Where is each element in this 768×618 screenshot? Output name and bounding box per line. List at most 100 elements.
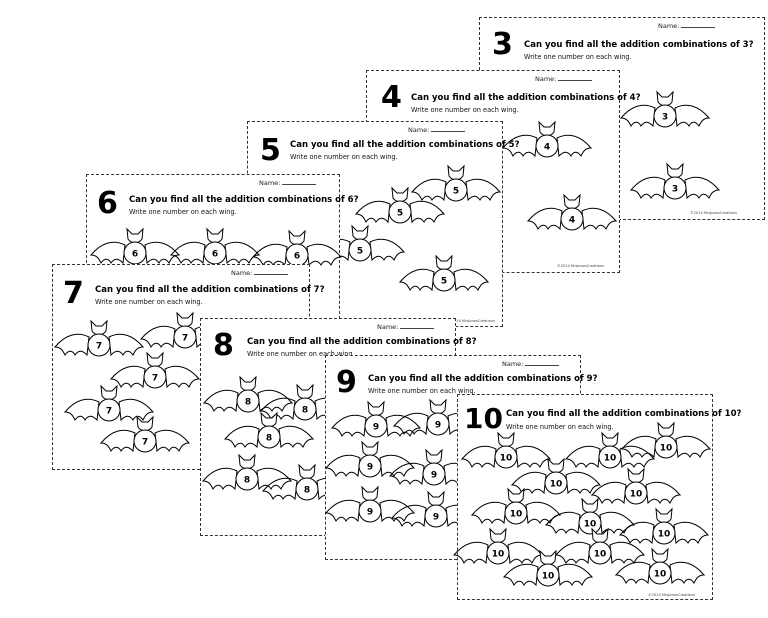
bat-number-label: 10 bbox=[630, 490, 643, 500]
worksheet-question: Can you find all the addition combinatio… bbox=[506, 409, 742, 419]
worksheet-question: Can you find all the addition combinatio… bbox=[247, 337, 477, 347]
bat-icon: 10 bbox=[470, 487, 562, 525]
bat-illustrations: 6 6 6 bbox=[89, 227, 343, 267]
worksheet-instruction: Write one number on each wing. bbox=[95, 298, 203, 306]
bat-icon: 6 bbox=[89, 227, 181, 265]
worksheet-instruction: Write one number on each wing. bbox=[506, 423, 614, 431]
bat-number-label: 4 bbox=[569, 216, 575, 226]
worksheet-number: 8 bbox=[213, 328, 234, 363]
bat-illustrations: 33 bbox=[619, 90, 721, 200]
bat-icon: 3 bbox=[629, 162, 721, 200]
bat-icon: 9 bbox=[330, 400, 422, 438]
bat-number-label: 7 bbox=[152, 374, 158, 384]
bat-illustrations: 8 8 8 8 8 bbox=[201, 375, 353, 501]
bat-icon: 7 bbox=[99, 415, 191, 453]
bat-icon: 10 bbox=[590, 467, 682, 505]
worksheet-number: 6 bbox=[97, 186, 118, 221]
worksheet-instruction: Write one number on each wing. bbox=[290, 153, 398, 161]
bat-number-label: 10 bbox=[654, 570, 667, 580]
worksheet-instruction: Write one number on each wing. bbox=[247, 350, 355, 358]
bat-number-label: 8 bbox=[266, 434, 272, 444]
bat-icon: 8 bbox=[223, 411, 315, 449]
bat-icon: 5 bbox=[398, 254, 490, 292]
bat-number-label: 7 bbox=[106, 407, 112, 417]
bat-icon: 10 bbox=[502, 549, 594, 587]
bat-number-label: 9 bbox=[435, 421, 441, 431]
bat-icon: 6 bbox=[169, 227, 261, 265]
bat-icon: 10 bbox=[614, 547, 706, 585]
bat-number-label: 6 bbox=[132, 250, 138, 260]
name-field-label: Name: bbox=[502, 360, 559, 368]
worksheet-question: Can you find all the addition combinatio… bbox=[290, 140, 520, 150]
bat-number-label: 9 bbox=[433, 513, 439, 523]
bat-number-label: 10 bbox=[604, 454, 617, 464]
bat-illustrations: 5 5 5 5 bbox=[314, 164, 502, 292]
bat-number-label: 6 bbox=[294, 252, 300, 262]
worksheet-instruction: Write one number on each wing. bbox=[129, 208, 237, 216]
bat-number-label: 8 bbox=[244, 476, 250, 486]
bat-icon: 10 bbox=[452, 527, 544, 565]
worksheet-number: 5 bbox=[260, 133, 281, 168]
bat-number-label: 8 bbox=[302, 406, 308, 416]
bat-icon: 10 bbox=[510, 457, 602, 495]
bat-number-label: 8 bbox=[304, 486, 310, 496]
bat-number-label: 10 bbox=[660, 444, 673, 454]
bat-number-label: 7 bbox=[96, 342, 102, 352]
bat-icon: 10 bbox=[564, 431, 656, 469]
bat-number-label: 10 bbox=[658, 530, 671, 540]
bat-illustrations: 7 7 7 7 7 bbox=[53, 311, 231, 453]
bat-icon: 5 bbox=[354, 186, 446, 224]
bat-number-label: 9 bbox=[431, 471, 437, 481]
bat-icon: 8 bbox=[201, 453, 293, 491]
bat-number-label: 10 bbox=[492, 550, 505, 560]
bat-number-label: 5 bbox=[453, 187, 459, 197]
worksheet-question: Can you find all the addition combinatio… bbox=[411, 93, 641, 103]
name-field-label: Name: bbox=[658, 22, 715, 30]
bat-number-label: 7 bbox=[142, 438, 148, 448]
bat-icon: 9 bbox=[324, 485, 416, 523]
bat-number-label: 5 bbox=[357, 247, 363, 257]
worksheet-number: 3 bbox=[492, 27, 513, 62]
bat-number-label: 10 bbox=[550, 480, 563, 490]
bat-number-label: 10 bbox=[542, 572, 555, 582]
bat-icon: 10 bbox=[544, 497, 636, 535]
bat-number-label: 4 bbox=[544, 143, 550, 153]
bat-number-label: 9 bbox=[367, 463, 373, 473]
bat-number-label: 9 bbox=[373, 423, 379, 433]
bat-number-label: 9 bbox=[367, 508, 373, 518]
bat-number-label: 8 bbox=[245, 398, 251, 408]
bat-icon: 10 bbox=[460, 431, 552, 469]
bat-number-label: 5 bbox=[441, 277, 447, 287]
bat-illustrations: 44 bbox=[501, 120, 618, 231]
worksheet-number: 9 bbox=[336, 365, 357, 400]
worksheet-question: Can you find all the addition combinatio… bbox=[129, 195, 359, 205]
name-field-label: Name: bbox=[231, 269, 288, 277]
bat-number-label: 10 bbox=[510, 510, 523, 520]
copyright-credit: ©2014 MrsJonesCreations bbox=[448, 319, 496, 323]
worksheet-number: 4 bbox=[381, 80, 402, 115]
bat-icon: 7 bbox=[109, 351, 201, 389]
copyright-credit: ©2014 MrsJonesCreations bbox=[648, 593, 696, 597]
bat-icon: 8 bbox=[202, 375, 294, 413]
bat-icon: 10 bbox=[554, 527, 646, 565]
bat-icon: 3 bbox=[619, 90, 711, 128]
bat-icon: 4 bbox=[526, 193, 618, 231]
name-field-label: Name: bbox=[408, 126, 465, 134]
name-field-label: Name: bbox=[377, 323, 434, 331]
bat-number-label: 7 bbox=[182, 334, 188, 344]
copyright-credit: ©2014 MrsJonesCreations bbox=[557, 264, 605, 268]
bat-icon: 10 bbox=[618, 507, 710, 545]
worksheet-question: Can you find all the addition combinatio… bbox=[368, 374, 598, 384]
name-field-label: Name: bbox=[259, 179, 316, 187]
worksheet-instruction: Write one number on each wing. bbox=[368, 387, 476, 395]
bat-number-label: 5 bbox=[397, 209, 403, 219]
bat-icon: 5 bbox=[314, 224, 406, 262]
bat-number-label: 10 bbox=[594, 550, 607, 560]
worksheet-number: 10 bbox=[464, 402, 503, 435]
bat-icon: 7 bbox=[53, 319, 145, 357]
bat-number-label: 10 bbox=[500, 454, 513, 464]
bat-number-label: 3 bbox=[672, 185, 678, 195]
bat-number-label: 10 bbox=[584, 520, 597, 530]
bat-number-label: 3 bbox=[662, 113, 668, 123]
worksheet-10: 10 Can you find all the addition combina… bbox=[452, 394, 741, 600]
